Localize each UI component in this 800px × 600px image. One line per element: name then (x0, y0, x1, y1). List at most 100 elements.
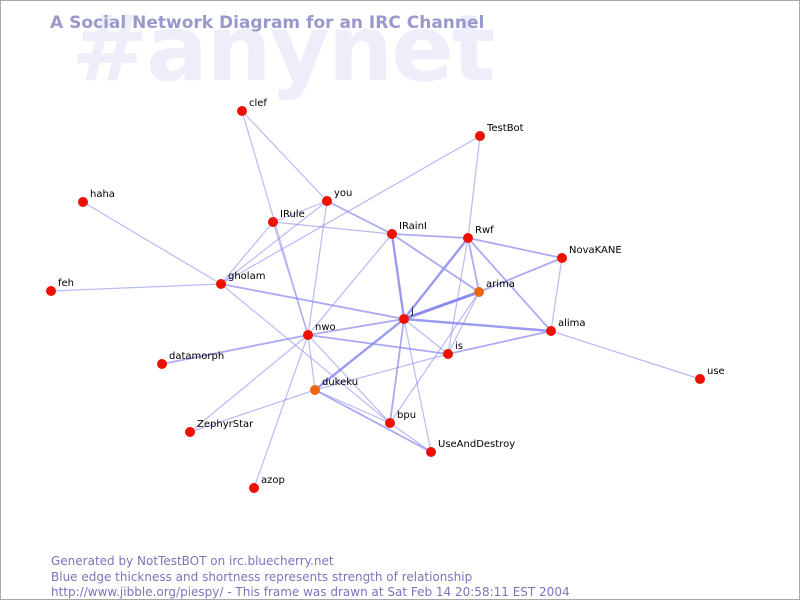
node-dot (78, 197, 88, 207)
edge-gholam-j (220, 283, 405, 320)
node-label: IRule (280, 209, 305, 220)
node-label: gholam (228, 271, 265, 282)
node-label: dukeku (322, 377, 358, 388)
footer-legend-note: Blue edge thickness and shortness repres… (51, 570, 473, 584)
edge-Rwf-NovaKANE (467, 237, 563, 259)
node-is: is (443, 341, 463, 359)
node-label: haha (90, 189, 115, 200)
node-dot (310, 385, 320, 395)
node-dot (443, 349, 453, 359)
node-dot (426, 447, 436, 457)
edge-you-IRule (272, 200, 328, 223)
edge-j-nwo (307, 318, 405, 336)
node-dot (546, 326, 556, 336)
diagram-title: A Social Network Diagram for an IRC Chan… (50, 13, 485, 33)
node-dot (237, 106, 247, 116)
edges-layer (50, 110, 701, 489)
edge-you-nwo (307, 200, 328, 336)
edge-j-bpu (389, 318, 405, 424)
edge-nwo-azop (253, 334, 309, 489)
node-label: alima (558, 318, 586, 329)
edge-gholam-bpu (220, 283, 391, 424)
node-dukeku: dukeku (310, 377, 358, 395)
node-dot (268, 217, 278, 227)
edge-haha-gholam (82, 201, 222, 285)
edge-clef-you (241, 110, 328, 202)
node-label: arima (486, 279, 515, 290)
edge-dukeku-UseAndDestroy (314, 389, 432, 453)
node-dot (385, 418, 395, 428)
edge-dukeku-bpu (314, 389, 391, 424)
node-azop: azop (249, 475, 285, 493)
node-ZephyrStar: ZephyrStar (185, 419, 254, 437)
node-nwo: nwo (303, 322, 336, 340)
edge-nwo-dukeku (307, 334, 316, 391)
footer-url-timestamp: http://www.jibble.org/piespy/ - This fra… (51, 585, 570, 599)
node-dot (216, 279, 226, 289)
edge-IRule-IRainI (272, 221, 393, 235)
node-dot (399, 314, 409, 324)
node-gholam: gholam (216, 271, 265, 289)
edge-j-is (403, 318, 449, 355)
node-haha: haha (78, 189, 115, 207)
node-clef: clef (237, 98, 267, 116)
edge-Rwf-alima (467, 237, 552, 332)
node-dot (474, 287, 484, 297)
edge-arima-j (403, 290, 480, 321)
node-dot (695, 374, 705, 384)
edge-IRainI-j (390, 233, 406, 320)
node-NovaKANE: NovaKANE (557, 245, 622, 263)
edge-bpu-UseAndDestroy (389, 422, 432, 453)
edge-NovaKANE-alima (550, 257, 563, 332)
node-label: is (455, 341, 463, 352)
node-dot (475, 131, 485, 141)
node-feh: feh (46, 278, 74, 296)
node-label: feh (58, 278, 74, 289)
edge-Rwf-j (403, 237, 469, 320)
edge-is-dukeku (314, 353, 449, 391)
node-dot (322, 196, 332, 206)
node-IRule: IRule (268, 209, 305, 227)
edge-you-IRainI (326, 200, 393, 235)
channel-watermark: #anynet (71, 0, 496, 102)
edge-dukeku-ZephyrStar (189, 389, 316, 433)
node-dot (46, 286, 56, 296)
edge-IRainI-Rwf (391, 233, 469, 239)
node-dot (157, 359, 167, 369)
edge-alima-is (447, 330, 552, 355)
edge-NovaKANE-arima (478, 257, 563, 293)
node-label: TestBot (486, 123, 524, 134)
node-Rwf: Rwf (463, 225, 494, 243)
node-you: you (322, 188, 352, 206)
edge-j-UseAndDestroy (403, 318, 432, 453)
node-dot (387, 229, 397, 239)
edge-nwo-bpu (307, 334, 391, 424)
node-label: j (410, 306, 414, 317)
node-dot (249, 483, 259, 493)
node-arima: arima (474, 279, 515, 297)
edge-Rwf-arima (467, 237, 480, 293)
edge-nwo-ZephyrStar (189, 334, 309, 433)
edge-nwo-datamorph (161, 334, 309, 365)
node-label: use (707, 366, 725, 377)
edge-TestBot-gholam (220, 135, 481, 285)
node-label: datamorph (169, 351, 224, 362)
node-label: Rwf (475, 225, 494, 236)
node-label: you (334, 188, 352, 199)
node-label: IRainI (399, 221, 427, 232)
node-label: UseAndDestroy (438, 439, 515, 450)
node-datamorph: datamorph (157, 351, 224, 369)
edge-IRainI-nwo (307, 233, 393, 336)
node-dot (463, 233, 473, 243)
node-j: j (399, 306, 414, 324)
node-use: use (695, 366, 725, 384)
edge-j-dukeku (314, 318, 405, 391)
node-label: bpu (397, 410, 416, 421)
node-TestBot: TestBot (475, 123, 524, 141)
edge-IRule-gholam (220, 221, 274, 285)
node-alima: alima (546, 318, 586, 336)
edge-j-alima (403, 317, 552, 333)
